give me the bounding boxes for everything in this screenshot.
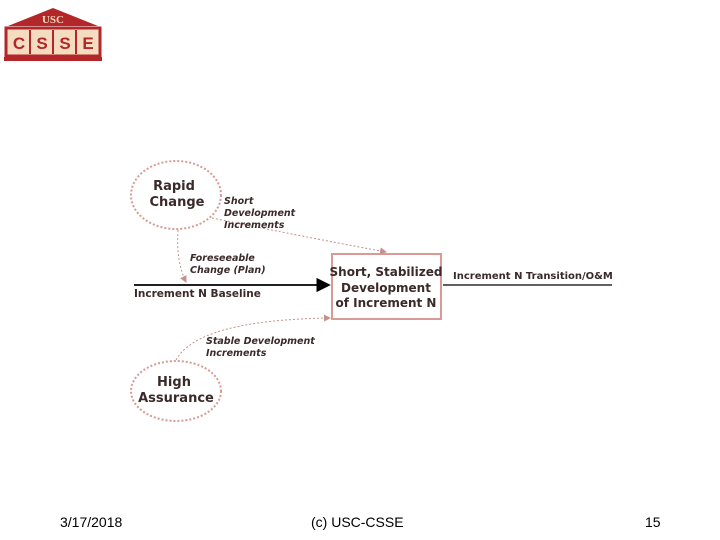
logo-letter: E bbox=[82, 34, 93, 53]
foreseeable-label-line1: Foreseeable bbox=[190, 253, 255, 264]
foreseeable-label-line2: Change (Plan) bbox=[190, 265, 266, 276]
logo-top-text: USC bbox=[42, 14, 64, 26]
rapid-change-label-line1: Rapid bbox=[153, 179, 195, 194]
center-box-line3: of Increment N bbox=[336, 296, 437, 310]
high-assurance-node bbox=[130, 360, 222, 422]
foreseeable-change-arrow bbox=[177, 229, 187, 283]
logo-plinth bbox=[4, 57, 102, 61]
high-assurance-label-line2: Assurance bbox=[138, 391, 214, 406]
page-number: 15 bbox=[645, 514, 661, 530]
rapid-change-node bbox=[130, 160, 222, 230]
logo-roof bbox=[8, 8, 98, 26]
logo-letter: C bbox=[13, 34, 25, 53]
footer-copyright: (c) USC-CSSE bbox=[311, 514, 404, 530]
short-increments-label-line3: Increments bbox=[224, 220, 285, 231]
logo-letter: S bbox=[36, 34, 47, 53]
short-increments-arrow bbox=[211, 217, 387, 255]
usc-csse-logo: USC C S S E bbox=[4, 8, 102, 61]
logo-letter: S bbox=[59, 34, 70, 53]
high-assurance-label-line1: High bbox=[157, 375, 191, 390]
center-box-line1: Short, Stabilized bbox=[330, 265, 443, 279]
short-increments-label-line1: Short bbox=[224, 196, 254, 207]
stable-increments-label-line1: Stable Development bbox=[206, 336, 315, 347]
baseline-label: Increment N Baseline bbox=[134, 288, 261, 300]
rapid-change-label-line2: Change bbox=[150, 195, 205, 210]
center-box-line2: Development bbox=[341, 281, 431, 295]
transition-label: Increment N Transition/O&M bbox=[453, 271, 613, 282]
stable-increments-label-line2: Increments bbox=[206, 348, 267, 359]
short-increments-label-line2: Development bbox=[224, 208, 296, 219]
footer-date: 3/17/2018 bbox=[60, 514, 123, 530]
